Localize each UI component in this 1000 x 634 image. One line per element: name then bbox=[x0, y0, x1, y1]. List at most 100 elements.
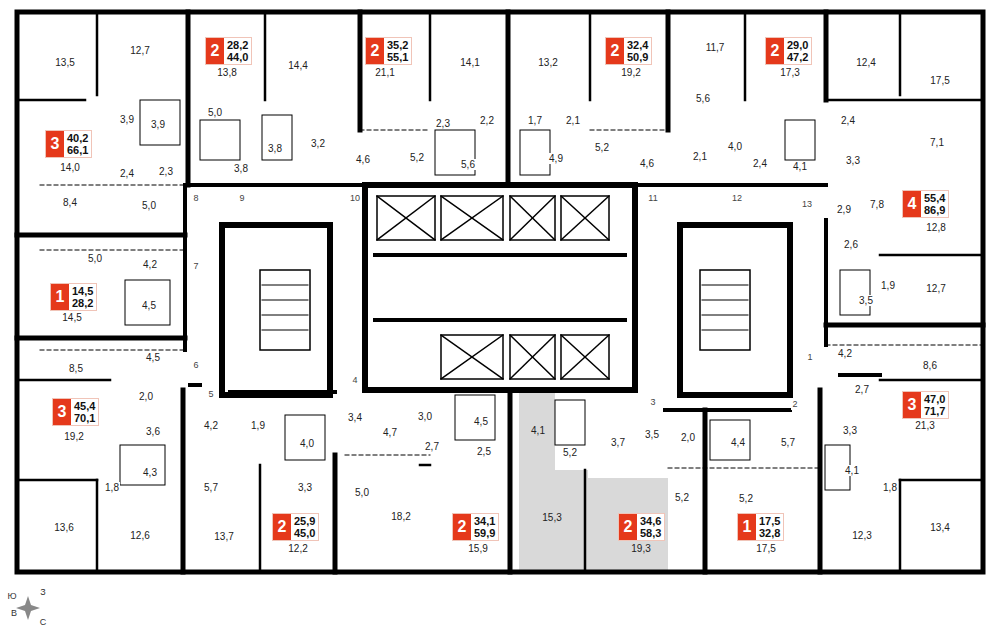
room-area: 1,8 bbox=[104, 482, 120, 493]
room-area: 4,0 bbox=[299, 438, 315, 449]
room-count: 1 bbox=[51, 284, 69, 310]
room-area: 12,7 bbox=[129, 45, 150, 56]
outer-wall bbox=[17, 12, 983, 572]
room-area: 3,5 bbox=[858, 295, 874, 306]
living-area: 35,2 bbox=[387, 39, 408, 51]
room-area: 2,0 bbox=[680, 432, 696, 443]
area-box: 40,266,1 bbox=[64, 131, 91, 157]
area-box: 32,450,9 bbox=[624, 38, 651, 64]
room-area: 5,7 bbox=[203, 482, 219, 493]
fixtures bbox=[120, 100, 870, 490]
living-area: 34,1 bbox=[474, 515, 495, 527]
corridor-walls bbox=[185, 185, 880, 410]
apartment-badge: 229,047,2 bbox=[765, 37, 812, 65]
door-number: 3 bbox=[649, 397, 656, 408]
apartment-badge: 340,266,1 bbox=[45, 130, 92, 158]
room-area: 2,3 bbox=[158, 166, 174, 177]
door-number: 7 bbox=[192, 261, 199, 272]
area-box: 47,071,7 bbox=[921, 392, 948, 418]
door-number: 12 bbox=[731, 193, 743, 204]
elevators bbox=[377, 196, 609, 379]
room-area: 4,2 bbox=[837, 348, 853, 359]
total-area: 44,0 bbox=[227, 51, 248, 63]
room-area: 19,3 bbox=[630, 543, 651, 554]
room-area: 4,3 bbox=[142, 467, 158, 478]
room-area: 3,3 bbox=[845, 155, 861, 166]
living-area: 32,4 bbox=[627, 39, 648, 51]
room-area: 14,5 bbox=[61, 312, 82, 323]
door-number: 8 bbox=[192, 193, 199, 204]
room-area: 2,7 bbox=[424, 441, 440, 452]
total-area: 55,1 bbox=[387, 51, 408, 63]
room-area: 4,6 bbox=[355, 154, 371, 165]
total-area: 58,3 bbox=[640, 527, 661, 539]
room-area: 13,7 bbox=[213, 531, 234, 542]
room-area: 2,6 bbox=[843, 239, 859, 250]
room-area: 12,8 bbox=[925, 222, 946, 233]
area-box: 55,486,9 bbox=[921, 191, 948, 217]
room-area: 2,2 bbox=[479, 115, 495, 126]
room-area: 13,6 bbox=[53, 522, 74, 533]
room-area: 4,2 bbox=[142, 259, 158, 270]
room-area: 4,1 bbox=[792, 161, 808, 172]
door-number: 5 bbox=[207, 389, 214, 400]
room-area: 18,2 bbox=[390, 511, 411, 522]
room-area: 13,8 bbox=[216, 67, 237, 78]
compass-letter: Ю bbox=[6, 591, 17, 602]
room-area: 3,8 bbox=[233, 163, 249, 174]
room-area: 3,6 bbox=[145, 426, 161, 437]
living-area: 25,9 bbox=[294, 515, 315, 527]
total-area: 50,9 bbox=[627, 51, 648, 63]
room-area: 2,0 bbox=[138, 391, 154, 402]
room-area: 1,8 bbox=[882, 482, 898, 493]
total-area: 32,8 bbox=[759, 527, 780, 539]
room-area: 15,9 bbox=[467, 543, 488, 554]
room-area: 3,9 bbox=[150, 119, 166, 130]
room-area: 7,1 bbox=[929, 137, 945, 148]
area-box: 14,528,2 bbox=[69, 284, 96, 310]
room-area: 13,2 bbox=[537, 57, 558, 68]
living-area: 47,0 bbox=[924, 393, 945, 405]
room-area: 13,4 bbox=[929, 522, 950, 533]
room-area: 8,6 bbox=[922, 360, 938, 371]
total-area: 71,7 bbox=[924, 405, 945, 417]
living-area: 34,6 bbox=[640, 515, 661, 527]
room-area: 3,8 bbox=[267, 143, 283, 154]
door-number: 1 bbox=[806, 352, 813, 363]
room-area: 8,4 bbox=[62, 197, 78, 208]
apartment-badge: 234,658,3 bbox=[618, 513, 665, 541]
area-box: 34,159,9 bbox=[471, 514, 498, 540]
room-walls bbox=[17, 12, 983, 572]
room-area: 5,0 bbox=[207, 107, 223, 118]
total-area: 66,1 bbox=[67, 144, 88, 156]
apartment-badge: 225,945,0 bbox=[272, 513, 319, 541]
apartment-badge: 114,528,2 bbox=[50, 283, 97, 311]
apartment-badge: 345,470,1 bbox=[52, 398, 99, 426]
room-area: 4,0 bbox=[727, 141, 743, 152]
room-area: 17,3 bbox=[779, 67, 800, 78]
room-area: 14,1 bbox=[459, 57, 480, 68]
room-area: 12,3 bbox=[851, 530, 872, 541]
room-area: 2,1 bbox=[692, 151, 708, 162]
room-area: 4,5 bbox=[141, 300, 157, 311]
living-area: 45,4 bbox=[74, 400, 95, 412]
zone-lines bbox=[40, 130, 983, 468]
room-area: 12,7 bbox=[925, 283, 946, 294]
area-box: 29,047,2 bbox=[784, 38, 811, 64]
core bbox=[222, 185, 790, 395]
area-box: 25,945,0 bbox=[291, 514, 318, 540]
room-area: 4,5 bbox=[473, 416, 489, 427]
room-area: 3,2 bbox=[310, 138, 326, 149]
room-area: 5,7 bbox=[780, 437, 796, 448]
room-area: 2,4 bbox=[752, 158, 768, 169]
door-number: 6 bbox=[192, 360, 199, 371]
apartment-badge: 228,244,0 bbox=[205, 37, 252, 65]
area-box: 28,244,0 bbox=[224, 38, 251, 64]
room-count: 2 bbox=[453, 514, 471, 540]
door-number: 2 bbox=[791, 399, 798, 410]
selected-unit bbox=[519, 392, 668, 572]
room-area: 2,4 bbox=[119, 168, 135, 179]
room-area: 13,5 bbox=[54, 57, 75, 68]
room-area: 12,6 bbox=[129, 530, 150, 541]
total-area: 86,9 bbox=[924, 204, 945, 216]
